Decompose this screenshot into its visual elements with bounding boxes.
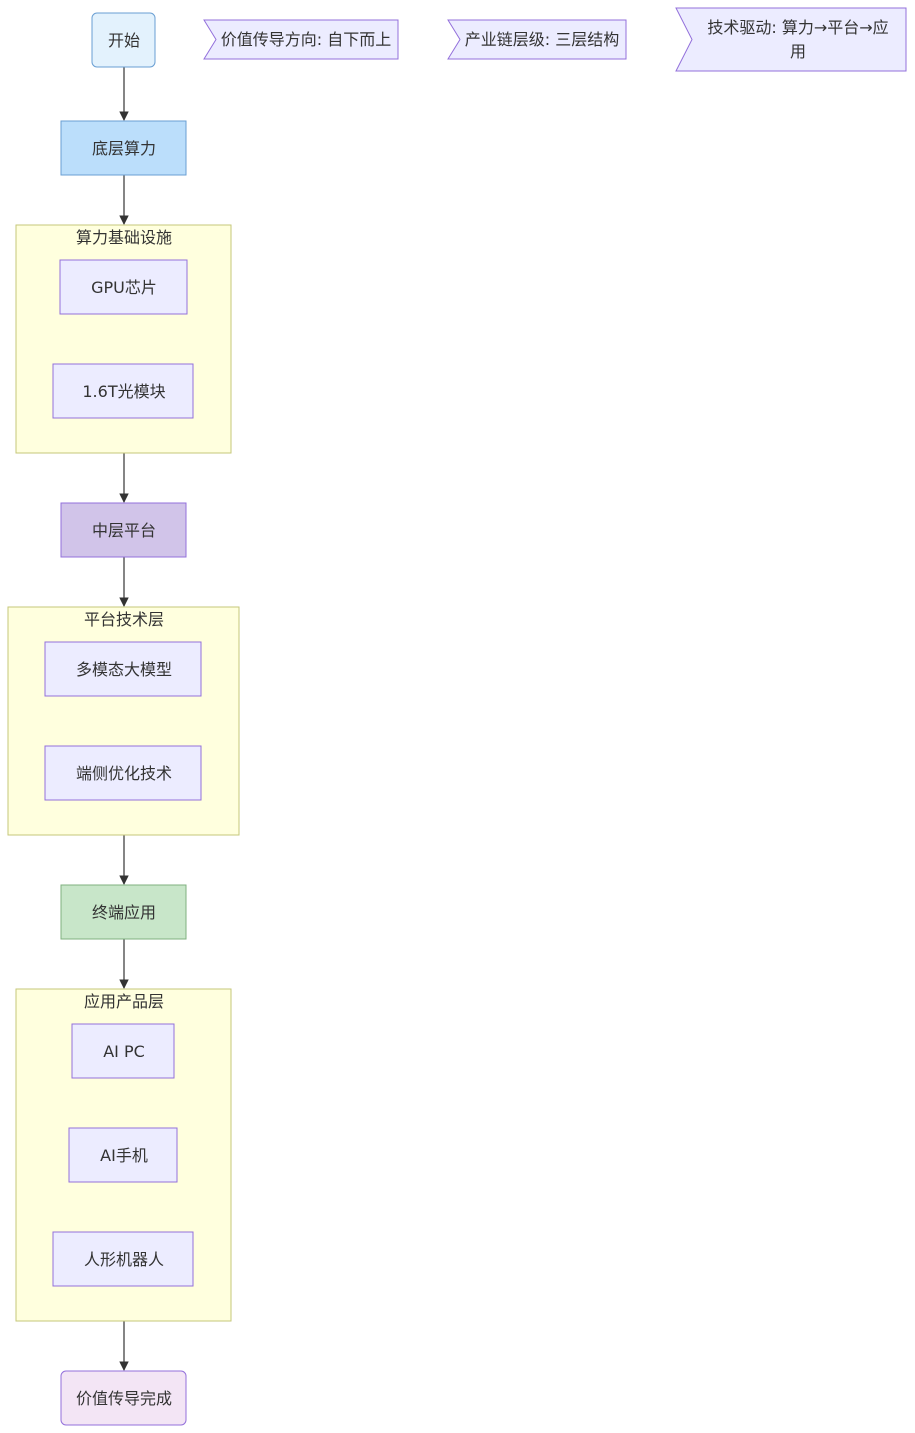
optical-module-label: 1.6T光模块: [82, 382, 165, 401]
ai-pc-label: AI PC: [103, 1042, 145, 1061]
humanoid-robot-label: 人形机器人: [84, 1250, 164, 1269]
multimodal-model-node: 多模态大模型: [44, 641, 202, 697]
group-app: 应用产品层 AI PC AI手机 人形机器人: [15, 988, 232, 1322]
note-tech-driver-label-line1: 技术驱动: 算力→平台→应: [707, 18, 888, 37]
note-value-direction: 价值传导方向: 自下而上: [203, 19, 399, 60]
ai-phone-label: AI手机: [100, 1146, 148, 1165]
optical-module-node: 1.6T光模块: [52, 363, 194, 419]
start-node: 开始: [91, 12, 156, 68]
ai-phone-node: AI手机: [68, 1127, 178, 1183]
gpu-chip-node: GPU芯片: [59, 259, 188, 315]
group-platform: 平台技术层 多模态大模型 端侧优化技术: [7, 606, 240, 836]
note-chain-levels: 产业链层级: 三层结构: [447, 19, 627, 60]
edge-optimization-label: 端侧优化技术: [76, 764, 172, 783]
gpu-chip-label: GPU芯片: [91, 278, 157, 297]
note-value-direction-label: 价值传导方向: 自下而上: [221, 30, 391, 49]
group-infra-title: 算力基础设施: [76, 228, 172, 247]
base-compute-label: 底层算力: [92, 139, 156, 158]
note-tech-driver: 技术驱动: 算力→平台→应 用: [675, 7, 907, 72]
note-chain-levels-label: 产业链层级: 三层结构: [465, 30, 619, 49]
group-app-title: 应用产品层: [84, 992, 164, 1011]
start-label: 开始: [108, 31, 140, 50]
mid-platform-node: 中层平台: [60, 502, 187, 558]
multimodal-model-label: 多模态大模型: [76, 660, 172, 679]
end-node: 价值传导完成: [60, 1370, 187, 1426]
base-compute-node: 底层算力: [60, 120, 187, 176]
ai-pc-node: AI PC: [71, 1023, 175, 1079]
terminal-app-node: 终端应用: [60, 884, 187, 940]
edge-optimization-node: 端侧优化技术: [44, 745, 202, 801]
group-infra: 算力基础设施 GPU芯片 1.6T光模块: [15, 224, 232, 454]
terminal-app-label: 终端应用: [92, 903, 156, 922]
humanoid-robot-node: 人形机器人: [52, 1231, 194, 1287]
mid-platform-label: 中层平台: [92, 521, 156, 540]
end-label: 价值传导完成: [76, 1389, 172, 1408]
group-platform-title: 平台技术层: [84, 610, 164, 629]
note-tech-driver-label-line2: 用: [790, 42, 806, 61]
